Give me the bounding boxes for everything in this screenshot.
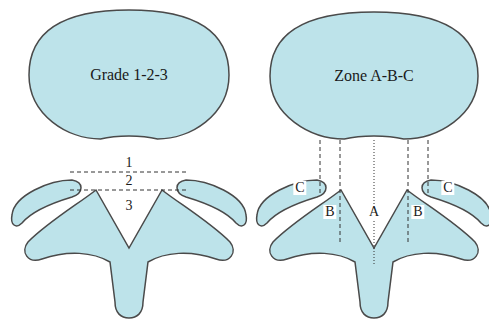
right-vertebra	[257, 140, 489, 318]
vertebral-body: Grade 1-2-3	[27, 8, 231, 142]
body-title: Zone A-B-C	[334, 67, 414, 85]
zone-letter: A	[367, 205, 381, 219]
left-vertebra	[12, 172, 247, 318]
grade-number: 1	[124, 156, 135, 170]
vertebral-body: Zone A-B-C	[268, 10, 480, 142]
zone-letter: C	[293, 181, 306, 195]
zone-letter: B	[323, 205, 336, 219]
body-title: Grade 1-2-3	[90, 66, 168, 84]
zone-letter: C	[441, 181, 454, 195]
grade-number: 2	[124, 174, 135, 188]
zone-letter: B	[411, 205, 424, 219]
grade-number: 3	[124, 199, 135, 213]
